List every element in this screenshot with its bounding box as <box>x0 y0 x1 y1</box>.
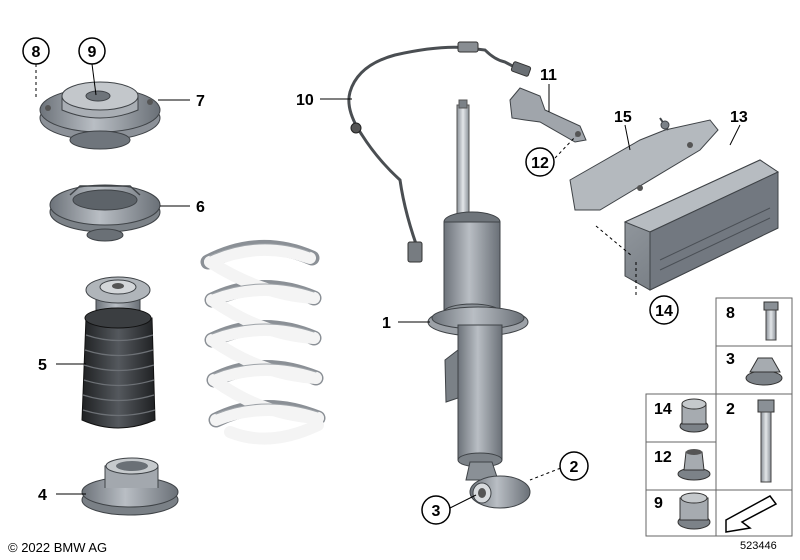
legend-9-label: 9 <box>654 495 663 512</box>
nut-12-icon <box>677 449 711 481</box>
callout-13-label: 13 <box>730 109 748 126</box>
callout-8-label: 8 <box>32 44 41 61</box>
nut-3-icon <box>745 357 783 386</box>
arrow-symbol-icon <box>725 495 778 533</box>
callout-5-label: 5 <box>38 357 47 374</box>
nut-14-icon <box>679 398 709 433</box>
spring-seat-upper-part <box>49 184 161 242</box>
legend-8-label: 8 <box>726 305 735 322</box>
callout-3-label: 3 <box>432 503 441 520</box>
legend-2-label: 2 <box>726 401 735 418</box>
callout-14: 14 <box>649 295 679 325</box>
callout-2: 2 <box>559 451 589 481</box>
legend-14-label: 14 <box>654 401 672 418</box>
callout-2-label: 2 <box>570 459 579 476</box>
callout-11-label: 11 <box>540 67 557 84</box>
callout-4-label: 4 <box>38 487 47 504</box>
bolt-2-icon <box>757 399 775 483</box>
callout-9: 9 <box>78 37 106 65</box>
callout-9-label: 9 <box>88 44 97 61</box>
diagram-id: 523446 <box>740 540 777 552</box>
protection-tube-part <box>81 276 156 429</box>
coil-spring-part <box>200 239 326 445</box>
shock-absorber-part <box>427 99 531 509</box>
legend-12-label: 12 <box>654 449 672 466</box>
sensor-cable-part <box>347 41 532 263</box>
legend-3-label: 3 <box>726 351 735 368</box>
bracket-part <box>509 87 587 143</box>
control-unit-part <box>623 159 780 291</box>
callout-15-label: 15 <box>614 109 632 126</box>
mounting-plate-part <box>569 117 719 211</box>
callout-6-label: 6 <box>196 199 205 216</box>
copyright-text: © 2022 BMW AG <box>8 540 108 555</box>
callout-8: 8 <box>22 37 50 65</box>
top-mount-part <box>39 81 161 150</box>
callout-1-label: 1 <box>382 315 391 332</box>
callout-10-label: 10 <box>296 92 314 109</box>
bolt-8-icon <box>763 301 779 341</box>
callout-7-label: 7 <box>196 93 205 110</box>
callout-3: 3 <box>421 495 451 525</box>
leader-lines <box>35 63 741 509</box>
callout-14-label: 14 <box>655 303 673 320</box>
spring-pad-lower-part <box>81 457 179 516</box>
callout-12-label: 12 <box>531 155 549 172</box>
callout-12: 12 <box>525 147 555 177</box>
nut-9-icon <box>677 492 711 530</box>
fastener-legend: 8 3 14 2 12 9 <box>645 297 793 537</box>
